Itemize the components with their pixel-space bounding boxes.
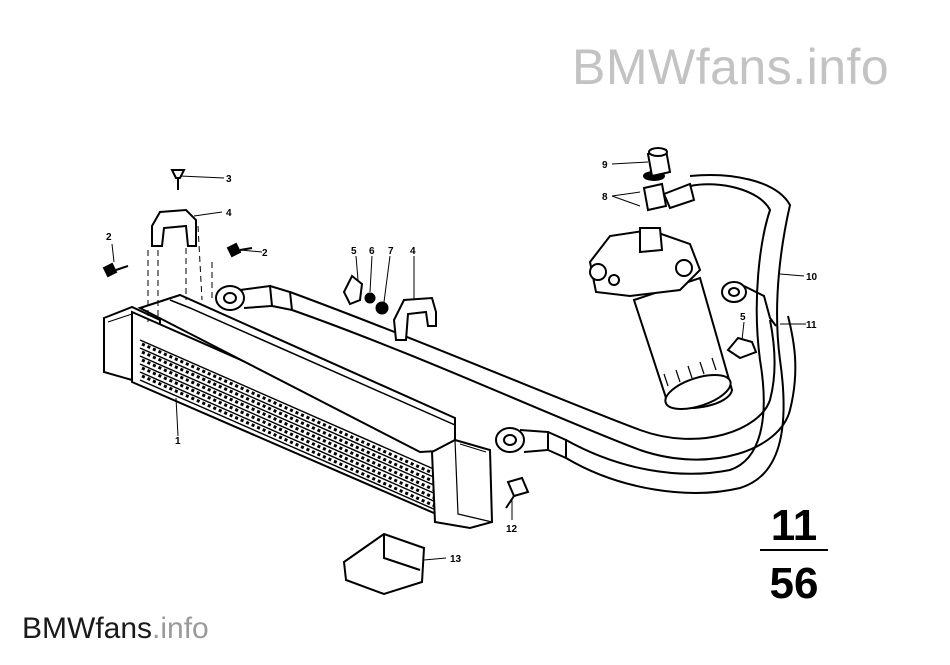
cover-13 — [342, 532, 426, 596]
callout-12: 12 — [506, 524, 518, 535]
callout-3: 3 — [226, 174, 232, 185]
assembly-dashes — [147, 225, 213, 322]
callout-7: 7 — [388, 246, 394, 257]
callout-4-mid: 4 — [410, 246, 416, 257]
watermark-top-suffix: .info — [792, 39, 890, 95]
oil-filter-assembly — [588, 147, 777, 410]
callout-11: 11 — [806, 320, 817, 331]
callout-2-right: 2 — [262, 248, 268, 259]
oil-cooler — [103, 293, 494, 530]
watermark-bottom-suffix: .info — [152, 612, 209, 645]
watermark-top-brand: BMWfans — [572, 39, 793, 95]
callout-numbers: 1 2 2 3 4 4 5 5 6 7 8 9 10 11 12 13 — [106, 160, 818, 565]
figure-number: 11 56 — [760, 501, 828, 608]
watermark-bottom-brand: BMWfans — [22, 612, 153, 645]
callout-1: 1 — [175, 436, 181, 447]
upper-hose — [215, 284, 797, 461]
bolt-12 — [505, 476, 530, 509]
callout-4-left: 4 — [226, 208, 232, 219]
washer-6 — [364, 292, 376, 304]
lower-hose — [495, 174, 792, 494]
screw-3 — [170, 169, 186, 190]
callout-13: 13 — [450, 554, 462, 565]
screw-2-left — [102, 262, 129, 278]
group-number: 11 — [771, 501, 818, 550]
clip-5-right — [726, 336, 758, 360]
watermark-bottom: BMWfans.info — [22, 614, 209, 644]
watermark-top: BMWfans.info — [572, 42, 889, 92]
callout-2-left: 2 — [106, 232, 112, 243]
callout-leaders — [111, 161, 806, 561]
clip-5-mid — [342, 274, 364, 306]
callout-8: 8 — [602, 192, 608, 203]
bracket-left — [151, 208, 197, 247]
screw-2-right — [226, 242, 253, 258]
callout-5-mid: 5 — [351, 246, 357, 257]
callout-5-right: 5 — [740, 312, 746, 323]
callout-6: 6 — [369, 246, 375, 257]
nut-7 — [375, 301, 389, 315]
figure-page-number: 56 — [770, 559, 819, 608]
bracket-4-mid — [392, 296, 437, 341]
callout-9: 9 — [602, 160, 608, 171]
callout-10: 10 — [806, 272, 818, 283]
